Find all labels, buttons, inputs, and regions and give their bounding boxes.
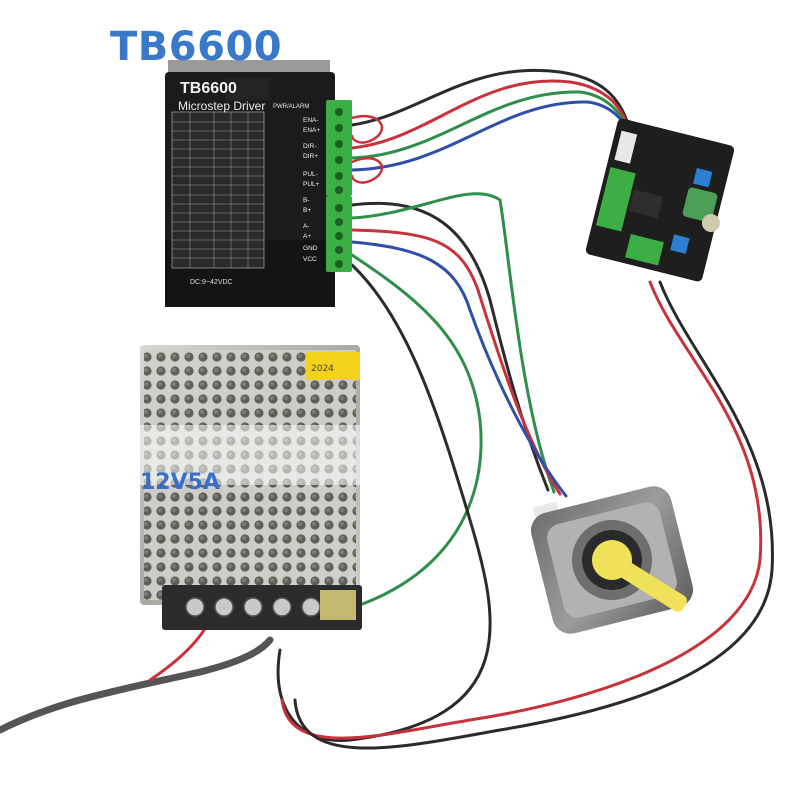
page-title: TB6600 bbox=[110, 24, 283, 70]
wire-ctrl-red bbox=[280, 280, 763, 740]
psu-rating-label: 12V5A bbox=[140, 470, 220, 495]
pin-label: A- bbox=[303, 223, 310, 230]
wire-dir-green bbox=[350, 90, 638, 160]
pin-label: PUL- bbox=[303, 171, 318, 178]
wire-ena-black bbox=[350, 68, 632, 132]
wire-ctrl-black bbox=[293, 280, 774, 750]
jumper-red-2 bbox=[350, 157, 384, 184]
pin-label: VCC bbox=[303, 256, 317, 263]
stepper-motor bbox=[530, 486, 694, 634]
psu-sticker-box bbox=[306, 352, 360, 380]
driver-voltage-label: DC:9~42VDC bbox=[190, 279, 233, 286]
wire-motor-green bbox=[350, 192, 556, 494]
jumper-red-1 bbox=[350, 115, 384, 144]
pin-label: ENA- bbox=[303, 117, 319, 124]
potentiometer bbox=[701, 214, 720, 233]
power-supply bbox=[140, 345, 370, 630]
speed-controller-board bbox=[585, 118, 735, 282]
mains-cable-grey bbox=[0, 636, 274, 734]
driver-spec-table bbox=[171, 111, 265, 269]
motor-shaft-arm bbox=[608, 555, 687, 612]
pin-label: B+ bbox=[303, 207, 312, 214]
wire-dir-red bbox=[350, 79, 634, 150]
controller-terminal-left bbox=[595, 167, 636, 232]
wires bbox=[0, 68, 774, 750]
pin-label: A+ bbox=[303, 233, 312, 240]
pin-label: GND bbox=[303, 245, 318, 252]
psu-sticker-text: 2024 bbox=[311, 364, 334, 374]
pin-label: B- bbox=[303, 197, 310, 204]
pin-label: DIR+ bbox=[303, 153, 318, 160]
blue-trimmer-top bbox=[692, 167, 713, 188]
pin-label: PUL+ bbox=[303, 181, 320, 188]
tb6600-driver bbox=[165, 60, 352, 307]
pin-label: DIR- bbox=[303, 143, 317, 150]
blue-trimmer-bottom bbox=[670, 234, 690, 254]
driver-subtitle: Microstep Driver bbox=[178, 99, 266, 113]
driver-model-label: TB6600 bbox=[180, 80, 237, 97]
controller-terminal-bottom bbox=[625, 233, 664, 266]
wire-power-green bbox=[298, 253, 483, 622]
driver-alarm-label: PWR/ALARM bbox=[273, 104, 310, 110]
wire-motor-blue bbox=[350, 240, 568, 498]
pin-label: ENA+ bbox=[303, 127, 321, 134]
wire-motor-red bbox=[350, 228, 562, 496]
